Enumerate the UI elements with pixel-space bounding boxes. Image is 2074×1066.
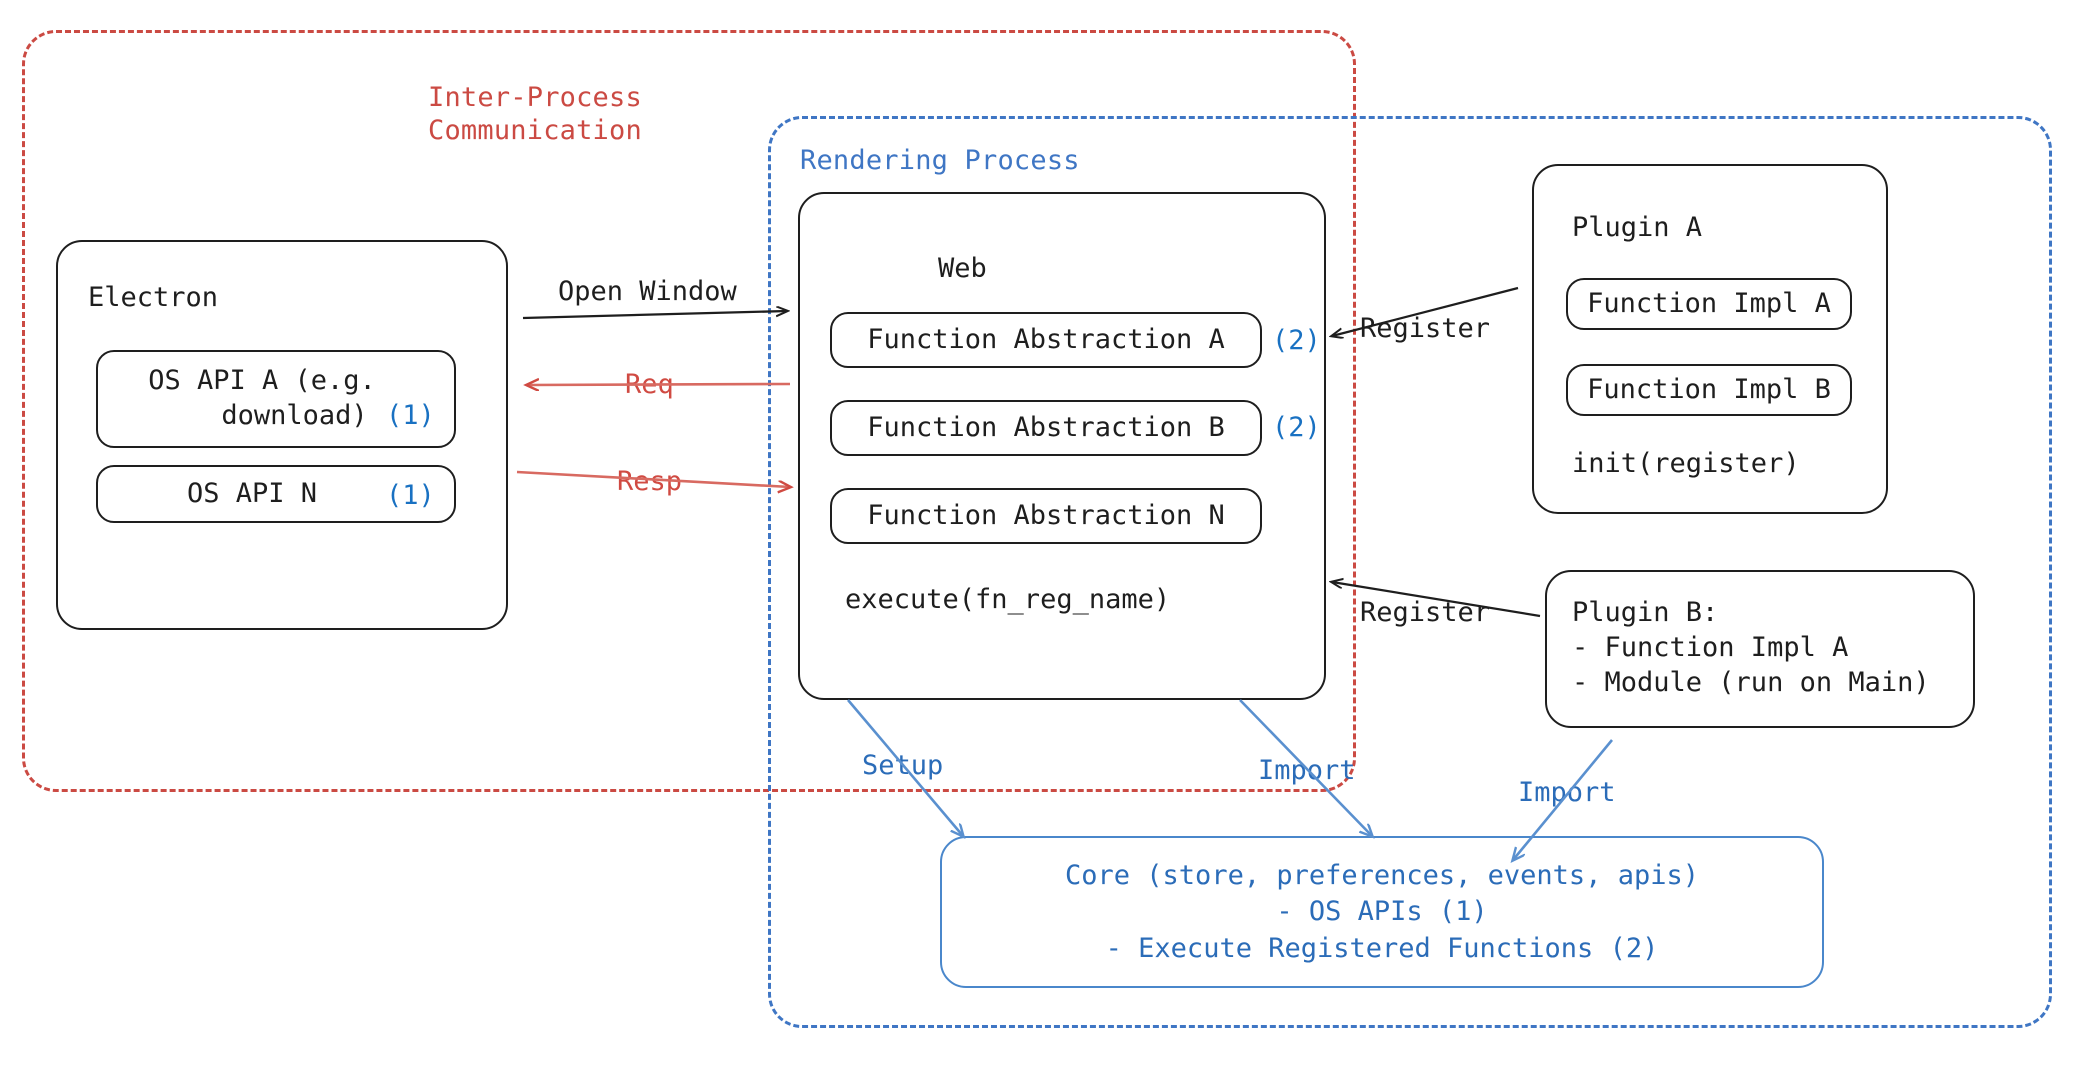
region-inter-process-communication [22, 30, 1356, 792]
electron-title: Electron [88, 282, 219, 313]
function-abstraction-a-badge: (2) [1272, 325, 1321, 356]
edge-label-open-window: Open Window [558, 276, 737, 307]
function-abstraction-b-box: Function Abstraction B [830, 400, 1262, 456]
edge-label-resp: Resp [617, 466, 683, 497]
os-api-a-badge: (1) [386, 400, 435, 431]
edge-label-req: Req [625, 369, 674, 400]
region-label-rendering-process: Rendering Process [800, 145, 1080, 176]
os-api-a-box: OS API A (e.g. download) [96, 350, 456, 448]
core-box [940, 836, 1824, 988]
os-api-a-label: OS API A (e.g. download) [148, 365, 376, 431]
edge-label-setup: Setup [862, 750, 944, 781]
function-impl-b-label: Function Impl B [1587, 373, 1831, 405]
function-impl-b-box: Function Impl B [1566, 364, 1852, 416]
edge-label-import-web: Import [1258, 755, 1356, 786]
plugin-a-title: Plugin A [1572, 212, 1703, 243]
function-abstraction-a-label: Function Abstraction A [867, 323, 1225, 355]
function-abstraction-a-box: Function Abstraction A [830, 312, 1262, 368]
function-abstraction-n-label: Function Abstraction N [867, 499, 1225, 531]
edge-label-register-plugin-b: Register [1360, 597, 1491, 628]
function-abstraction-b-badge: (2) [1272, 412, 1321, 443]
plugin-b-box [1545, 570, 1975, 728]
plugin-a-init-label: init(register) [1572, 448, 1800, 479]
function-impl-a-box: Function Impl A [1566, 278, 1852, 330]
edge-label-register-plugin-a: Register [1360, 313, 1491, 344]
web-title: Web [938, 253, 987, 284]
core-text: Core (store, preferences, events, apis) … [1065, 860, 1699, 964]
plugin-b-text: Plugin B: - Function Impl A - Module (ru… [1572, 597, 1930, 699]
os-api-n-box: OS API N [96, 465, 456, 523]
region-label-ipc: Inter-Process Communication [428, 82, 642, 146]
web-execute-label: execute(fn_reg_name) [845, 584, 1171, 615]
plugin-a-box [1532, 164, 1888, 514]
edge-label-import-plugin-b: Import [1518, 777, 1616, 808]
function-abstraction-n-box: Function Abstraction N [830, 488, 1262, 544]
function-impl-a-label: Function Impl A [1587, 287, 1831, 319]
os-api-n-badge: (1) [386, 480, 435, 511]
function-abstraction-b-label: Function Abstraction B [867, 411, 1225, 443]
os-api-n-label: OS API N [186, 477, 318, 509]
region-rendering-process [768, 116, 2052, 1028]
